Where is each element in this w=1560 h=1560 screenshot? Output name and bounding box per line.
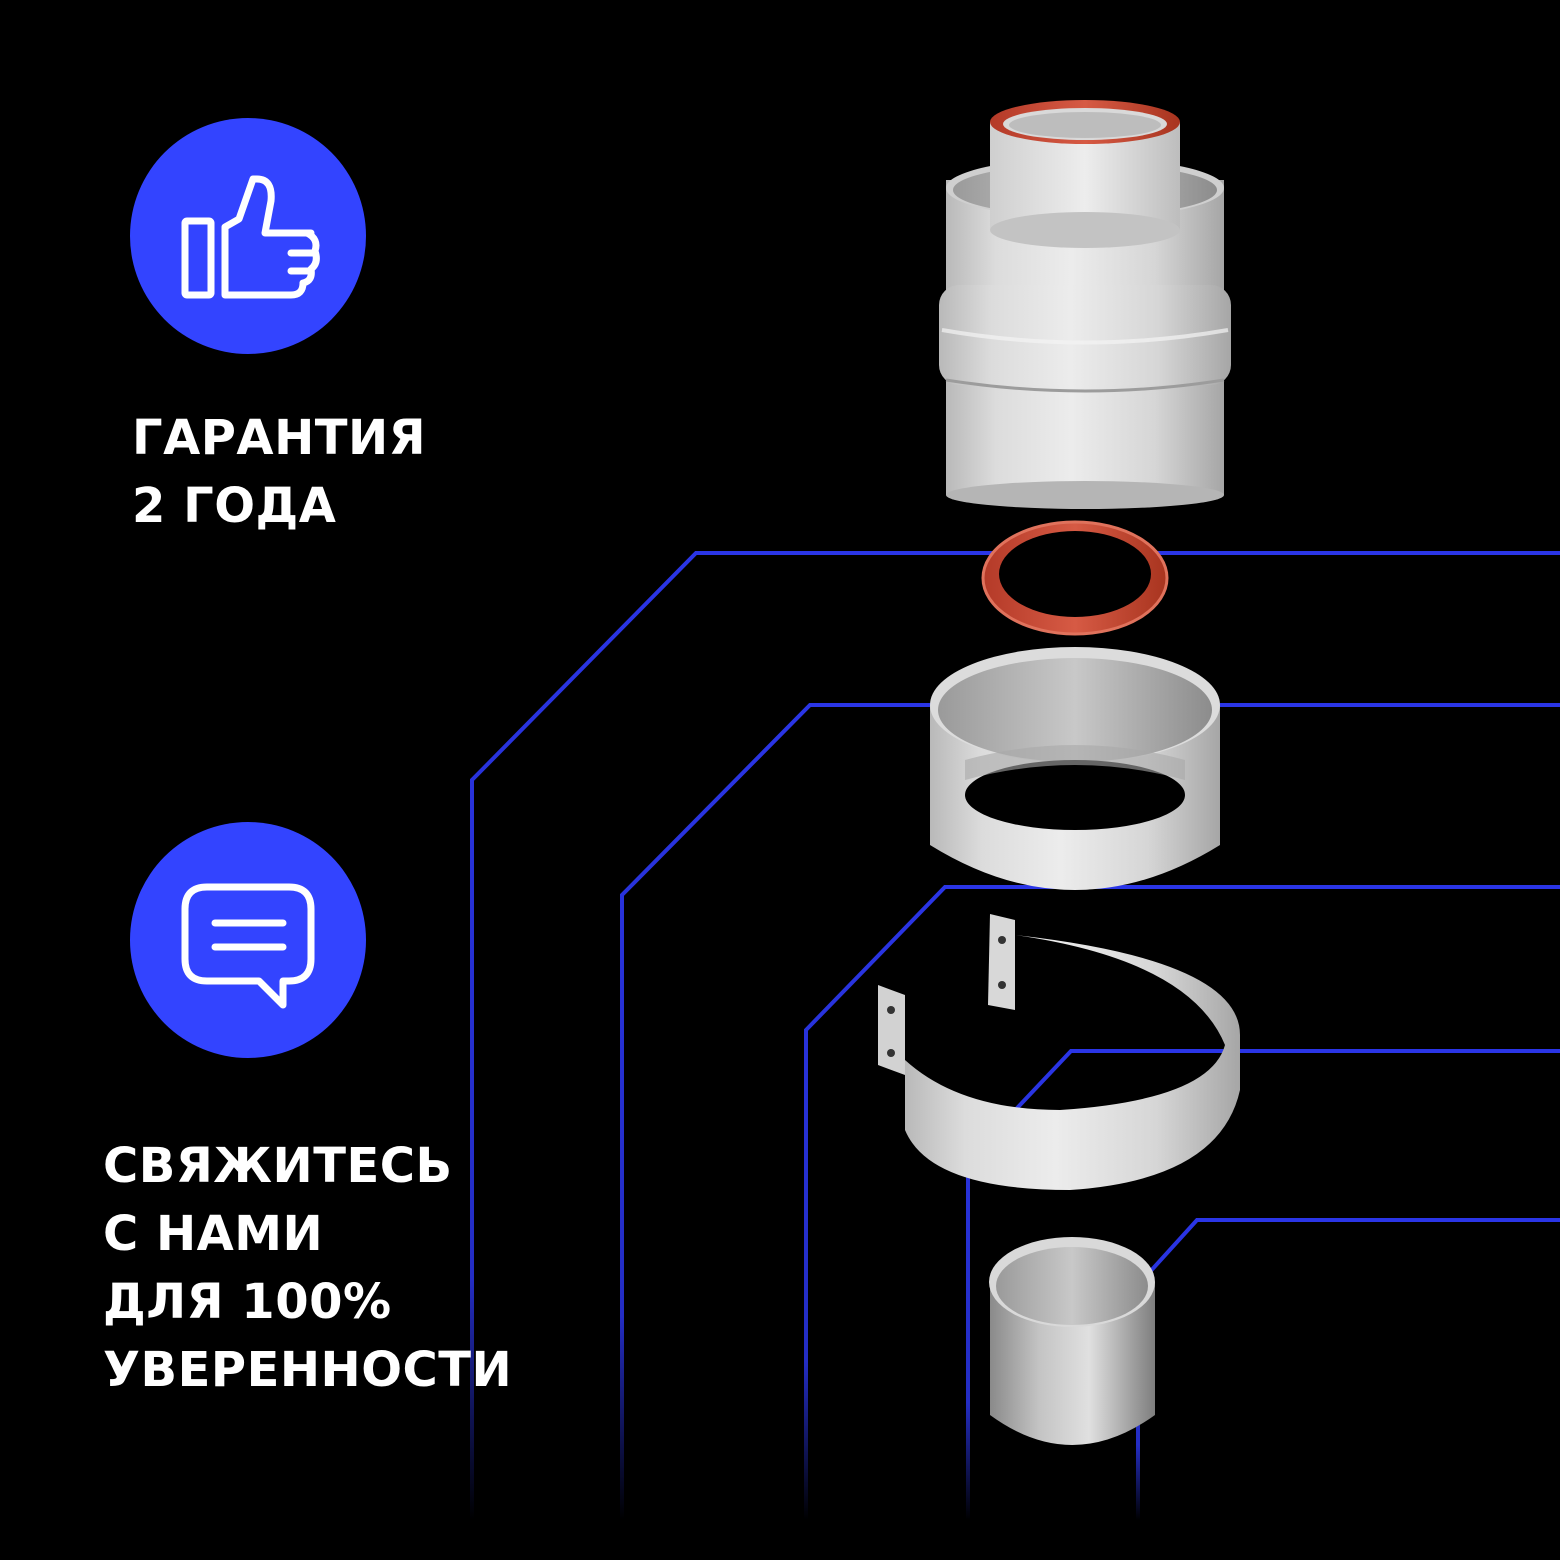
contact-line-1: СВЯЖИТЕСЬ <box>103 1138 453 1194</box>
inner-sleeve <box>989 1237 1155 1445</box>
seal-ring <box>981 520 1169 636</box>
mounting-clamp <box>878 914 1240 1190</box>
adapter-pipe <box>939 100 1231 509</box>
warranty-line-2: 2 ГОДА <box>132 478 337 534</box>
callout-line-clamp <box>804 885 1560 1520</box>
callout-line-inner-sleeve <box>1136 1218 1560 1520</box>
thumbs-up-icon <box>181 175 320 299</box>
warranty-text: ГАРАНТИЯ 2 ГОДА <box>132 404 426 540</box>
contact-text: СВЯЖИТЕСЬ С НАМИ ДЛЯ 100% УВЕРЕННОСТИ <box>103 1132 512 1404</box>
sleeve-ring <box>930 647 1220 890</box>
callout-line-clamp-lower <box>966 1049 1560 1520</box>
contact-line-4: УВЕРЕННОСТИ <box>103 1342 513 1398</box>
contact-line-3: ДЛЯ 100% <box>103 1274 392 1330</box>
contact-line-2: С НАМИ <box>103 1206 324 1262</box>
contact-badge <box>130 822 366 1058</box>
warranty-badge <box>130 118 366 354</box>
speech-bubble-icon <box>181 883 315 1009</box>
warranty-line-1: ГАРАНТИЯ <box>132 410 427 466</box>
